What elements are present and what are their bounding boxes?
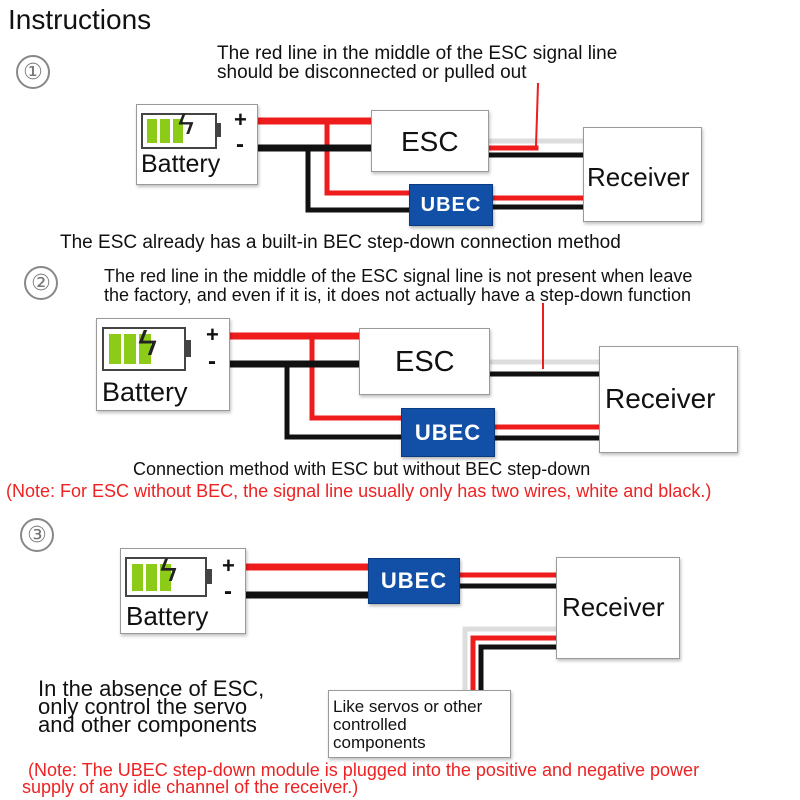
s1-esc-box <box>371 110 489 172</box>
s3-battery-icon <box>125 557 207 597</box>
s1-battery-icon <box>141 113 217 149</box>
step-1-number: ① <box>16 55 50 89</box>
s1-ubec-module: UBEC <box>409 184 493 226</box>
s2-battery-icon <box>102 327 186 371</box>
s1-ubec-black-wire <box>305 145 413 213</box>
s1-note-line-1: The red line in the middle of the ESC si… <box>217 43 618 64</box>
s3-battery-label: Battery <box>126 601 209 631</box>
s2-esc-label: ESC <box>395 346 455 378</box>
s3-battery-tip <box>207 569 212 584</box>
s1-receiver-label: Receiver <box>587 162 690 192</box>
s2-minus-sign: - <box>208 348 216 375</box>
s1-pointer-line <box>534 82 540 148</box>
s2-ubec-module: UBEC <box>401 408 495 457</box>
s3-battery-bolt-icon: ϟ <box>160 552 177 588</box>
s3-ubec-module: UBEC <box>368 558 460 604</box>
s2-ubec-black-wire <box>284 361 405 440</box>
s1-battery-tip <box>217 123 221 137</box>
s1-note-line-2: should be disconnected or pulled out <box>217 62 527 83</box>
s1-esc-label: ESC <box>401 126 459 157</box>
s3-servo-box <box>328 690 511 758</box>
s2-battery-tip <box>186 340 191 357</box>
s1-plus-sign: + <box>234 107 247 132</box>
s1-receiver-box <box>583 127 702 222</box>
s1-caption: The ESC already has a built-in BEC step-… <box>60 232 621 253</box>
s2-esc-box <box>359 328 490 395</box>
s3-minus-sign: - <box>224 578 232 605</box>
s2-plus-sign: + <box>206 322 219 347</box>
s3-receiver-label: Receiver <box>562 592 665 622</box>
s2-receiver-label: Receiver <box>605 383 716 414</box>
s2-battery-label: Battery <box>102 377 188 407</box>
s3-servo-label-line-1: Like servos or other <box>333 697 483 716</box>
step-3-number: ③ <box>20 518 54 552</box>
s3-servo-label-line-3: components <box>333 733 426 752</box>
s3-receiver-box <box>556 557 680 659</box>
s2-caption: Connection method with ESC but without B… <box>133 459 591 479</box>
s3-plus-sign: + <box>222 553 235 578</box>
s3-red-note-line-2: supply of any idle channel of the receiv… <box>22 777 359 797</box>
s1-minus-sign: - <box>236 131 244 158</box>
s3-red-note-line-1: (Note: The UBEC step-down module is plug… <box>28 760 700 780</box>
s3-side-text-line-3: and other components <box>38 712 257 737</box>
step-2-number: ② <box>24 266 58 300</box>
s1-battery-label: Battery <box>141 150 221 178</box>
s3-servo-white-wire <box>462 626 559 693</box>
s3-side-text-line-1: In the absence of ESC, <box>38 676 265 701</box>
s1-battery-bolt-icon: ϟ <box>178 108 194 141</box>
s3-servo-black-wire <box>478 644 559 693</box>
s3-side-text-line-2: only control the servo <box>38 694 248 719</box>
s2-battery-bolt-icon: ϟ <box>138 322 158 363</box>
page-title: Instructions <box>8 4 152 35</box>
s2-receiver-box <box>599 346 738 453</box>
s2-red-note: (Note: For ESC without BEC, the signal l… <box>6 481 712 501</box>
s2-note-line-2: the factory, and even if it is, it does … <box>104 285 692 305</box>
s2-note-line-1: The red line in the middle of the ESC si… <box>104 266 693 286</box>
s3-servo-red-wire <box>470 635 559 693</box>
s3-servo-label-line-2: controlled <box>333 715 407 734</box>
